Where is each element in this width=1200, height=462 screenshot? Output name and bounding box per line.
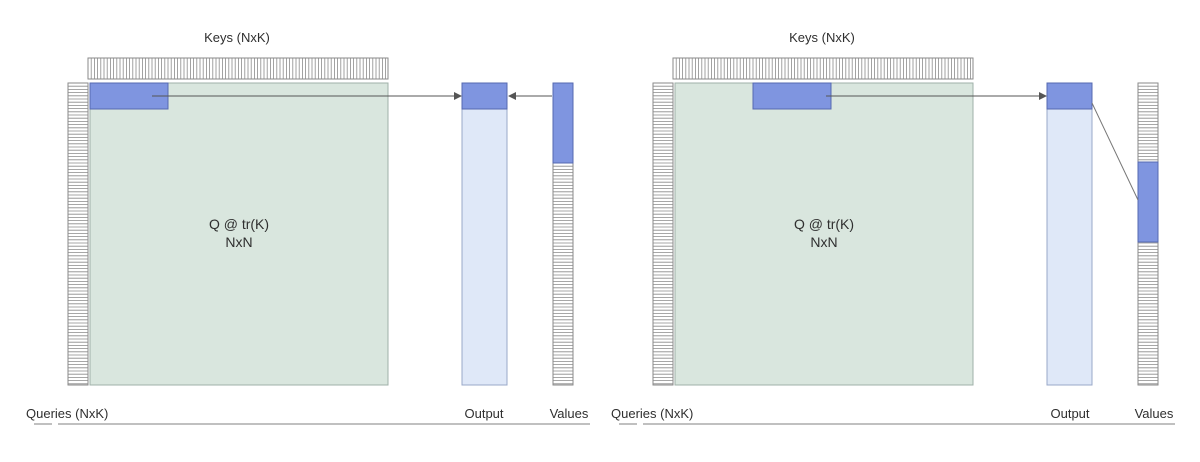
queries-strip (67, 82, 89, 386)
strip-background (67, 82, 89, 386)
queries-label: Queries (NxK) (26, 406, 108, 421)
attention-matrix (674, 82, 974, 386)
output-label: Output (1050, 406, 1089, 421)
keys-strip (87, 57, 389, 80)
highlight-block (752, 82, 832, 110)
output-highlight (1046, 82, 1093, 110)
panel-left: Keys (NxK) Q @ tr(K) NxN Queries (NxK) O… (26, 30, 590, 425)
attention-matrix (89, 82, 389, 386)
values-label: Values (550, 406, 589, 421)
matrix-label-formula: Q @ tr(K) (209, 216, 269, 232)
keys-label: Keys (NxK) (204, 30, 270, 45)
queries-label: Queries (NxK) (611, 406, 693, 421)
values-label: Values (1135, 406, 1174, 421)
matrix-label-size: NxN (810, 234, 837, 250)
queries-strip (652, 82, 674, 386)
values-to-output-link (1091, 102, 1139, 201)
keys-label: Keys (NxK) (789, 30, 855, 45)
matrix-label-size: NxN (225, 234, 252, 250)
values-highlight (552, 82, 574, 164)
output-label: Output (464, 406, 503, 421)
matrix-label-formula: Q @ tr(K) (794, 216, 854, 232)
panel-right: Keys (NxK) Q @ tr(K) NxN Queries (NxK) O… (611, 30, 1175, 425)
output-highlight (461, 82, 508, 110)
values-highlight (1137, 161, 1159, 243)
keys-strip (672, 57, 974, 80)
strip-background (652, 82, 674, 386)
output-column (461, 82, 508, 386)
output-column (1046, 82, 1093, 386)
